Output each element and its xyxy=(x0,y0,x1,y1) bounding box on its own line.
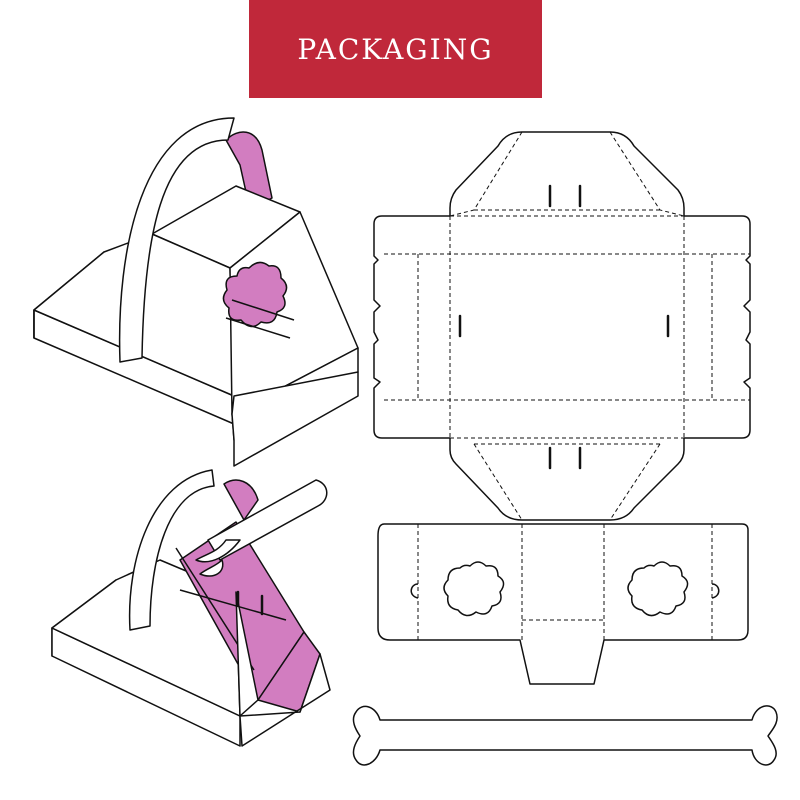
closed-box-illustration xyxy=(33,117,359,467)
title-banner: PACKAGING xyxy=(249,0,542,98)
open-box-illustration xyxy=(51,469,331,747)
flower-window-icon xyxy=(443,561,505,617)
flower-window-icon xyxy=(627,561,689,617)
page-title: PACKAGING xyxy=(297,32,494,66)
dieline-main xyxy=(373,131,751,521)
dieline-handle-strip xyxy=(352,705,778,766)
dieline-window-panel xyxy=(377,523,749,685)
